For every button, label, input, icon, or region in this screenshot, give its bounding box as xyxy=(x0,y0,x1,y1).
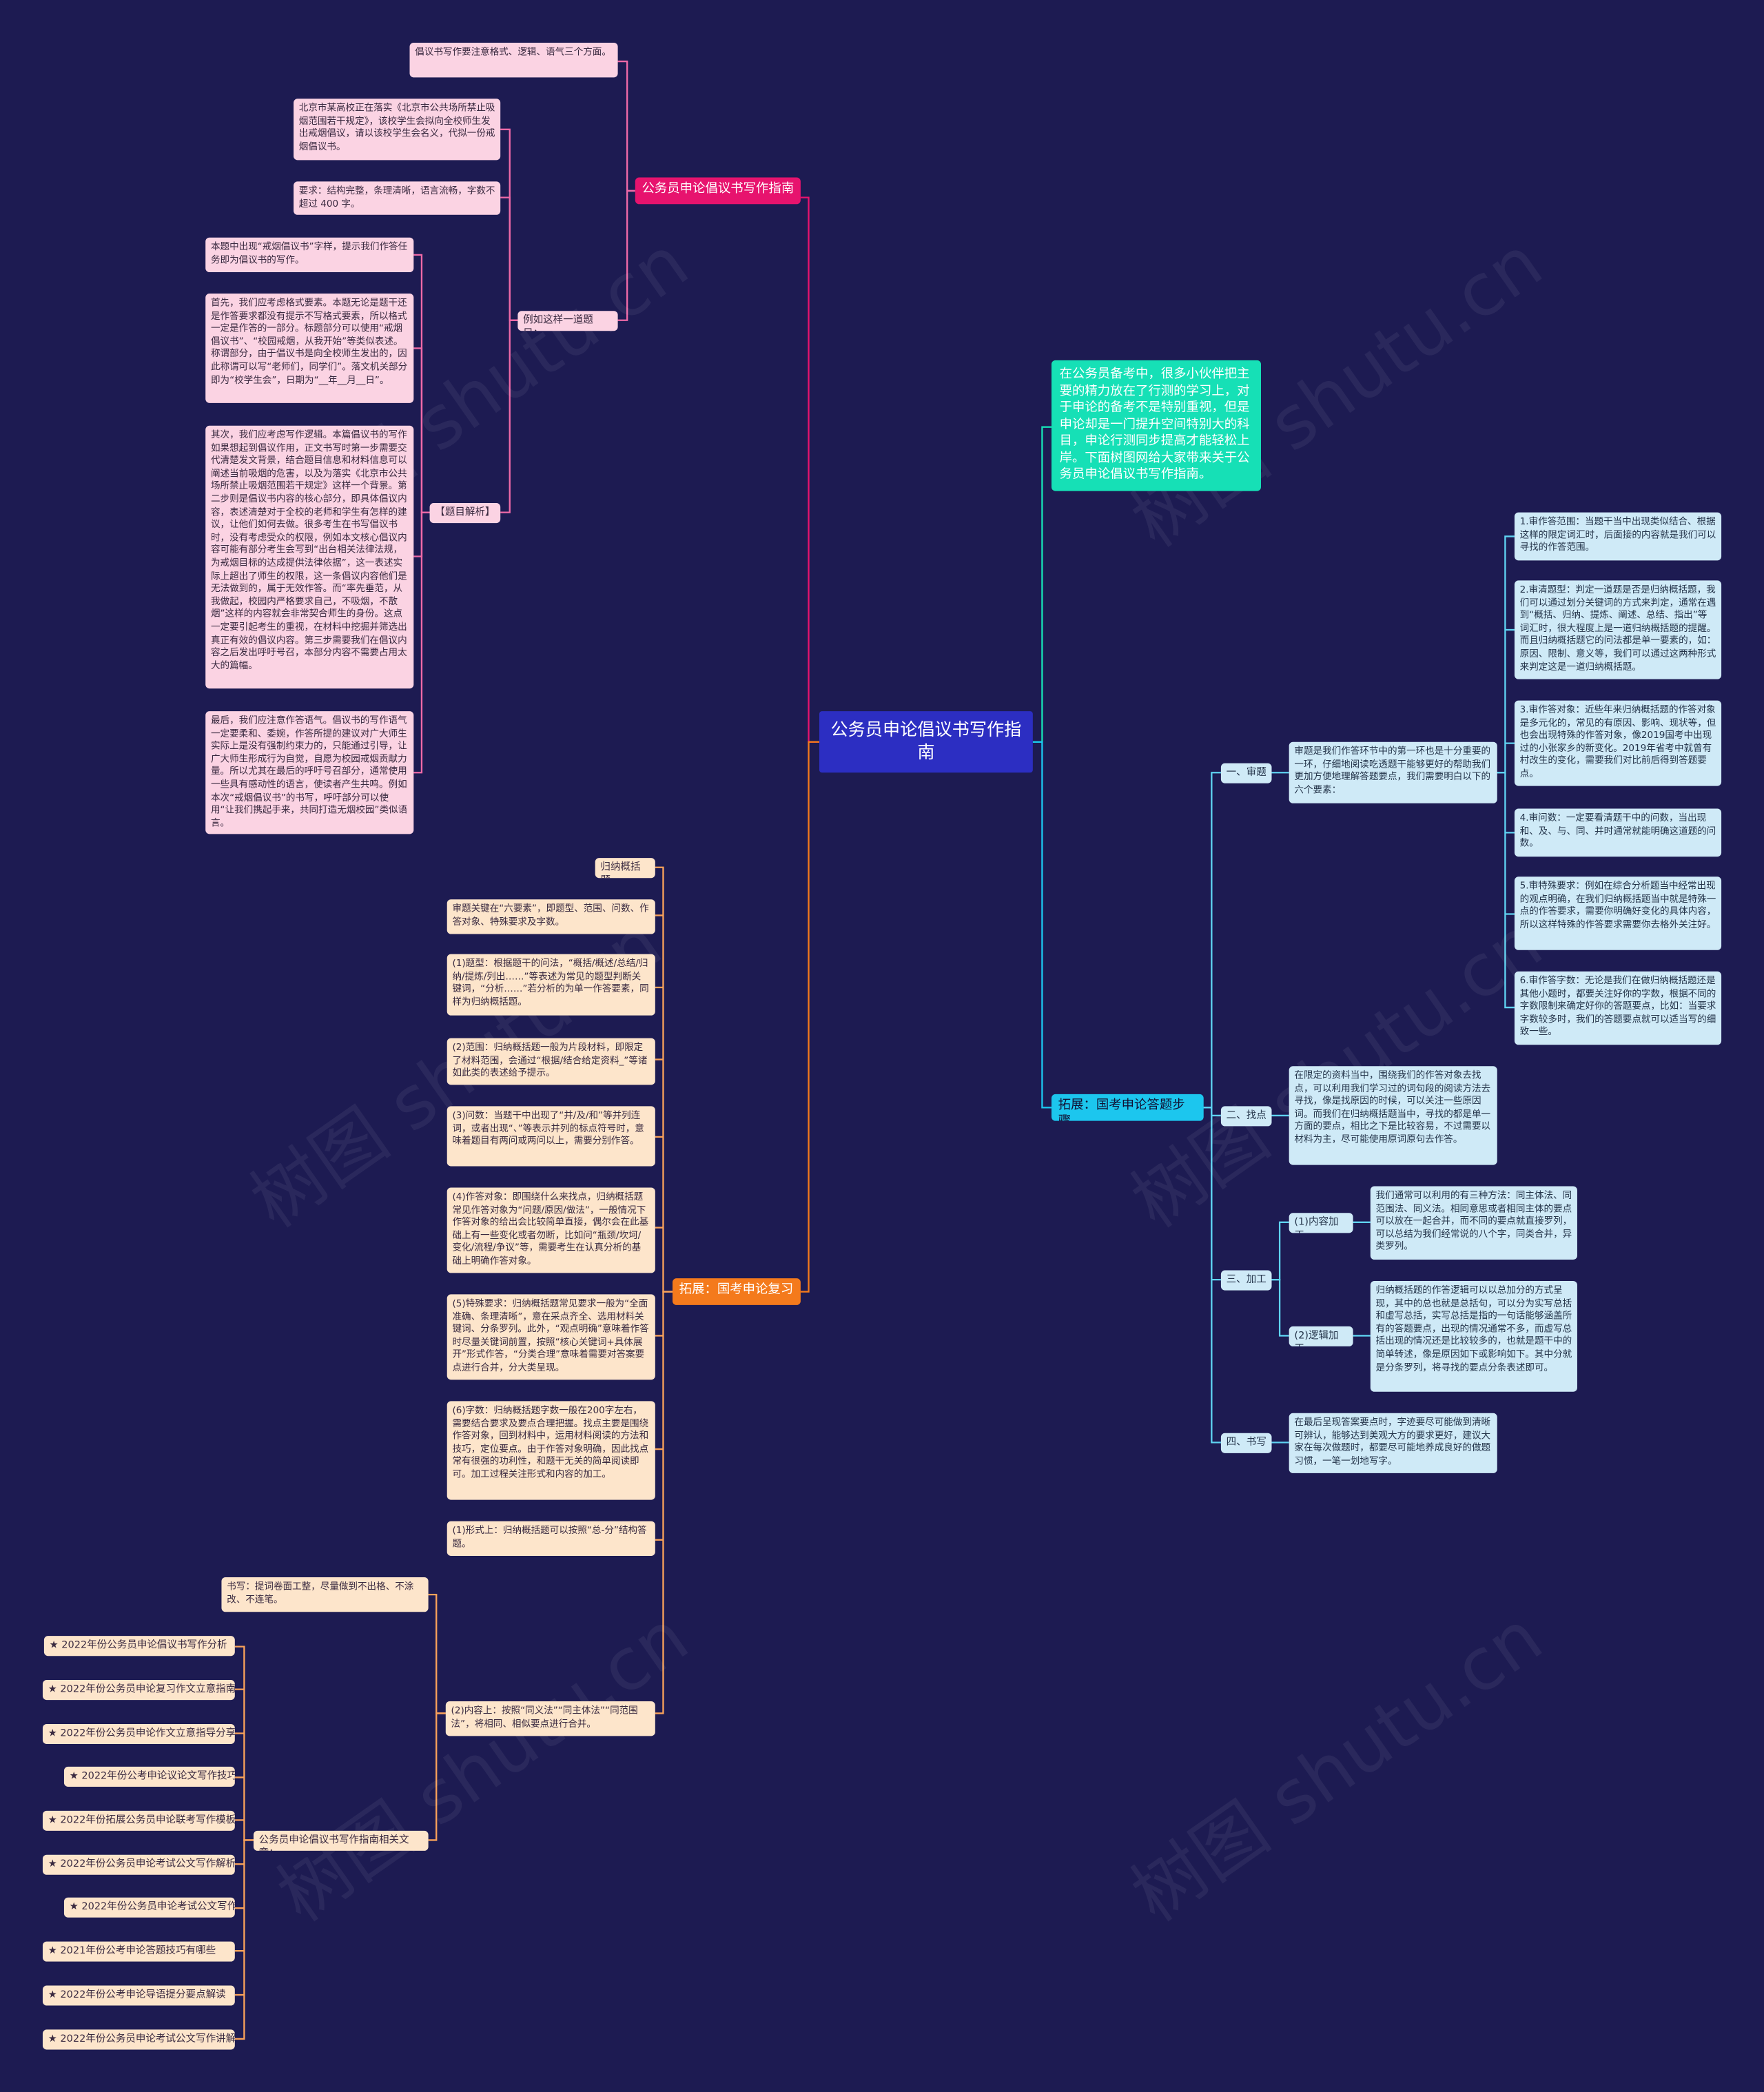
step-review-label[interactable]: 一、审题 xyxy=(1220,763,1272,783)
content-node[interactable]: (2)内容上：按照“同义法”“同主体法”“同范围法”，将相同、相似要点进行合并。 xyxy=(445,1701,655,1736)
form-node[interactable]: (1)形式上：归纳概括题可以按照“总-分”结构答题。 xyxy=(447,1521,655,1556)
content-process-label[interactable]: (1)内容加工 xyxy=(1289,1213,1353,1233)
logic-process-label[interactable]: (2)逻辑加工 xyxy=(1289,1326,1353,1346)
related-article-link[interactable]: ★ 2022年份公务员申论考试公文写作讲解 xyxy=(42,2029,235,2050)
step-find-points-desc[interactable]: 在限定的资料当中，围绕我们的作答对象去找点，可以利用我们学习过的词句段的阅读方法… xyxy=(1289,1066,1497,1165)
writing-node[interactable]: 书写：提词卷面工整，尽量做到不出格、不涂改、不连笔。 xyxy=(221,1577,429,1612)
related-article-link[interactable]: ★ 2022年份公务员申论考试公文写作解析 xyxy=(42,1854,235,1875)
six-elements-node[interactable]: 审题关键在“六要素”，即题型、范围、问数、作答对象、特殊要求及字数。 xyxy=(447,899,655,934)
step-process-label[interactable]: 三、加工 xyxy=(1220,1270,1272,1291)
factor-5[interactable]: 5.审特殊要求：例如在综合分析题当中经常出现的观点明确，在我们归纳概括题当中就是… xyxy=(1514,876,1722,950)
note-three-aspects[interactable]: 倡议书写作要注意格式、逻辑、语气三个方面。 xyxy=(409,42,618,78)
related-article-link[interactable]: ★ 2022年份公务员申论考试公文写作 xyxy=(63,1897,235,1918)
question-type-node[interactable]: (1)题型：根据题干的问法，“概括/概述/总结/归纳/提炼/列出……”等表述为常… xyxy=(447,954,655,1016)
factor-4[interactable]: 4.审问数：一定要看清题干中的问数，当出现和、及、与、同、并时通常就能明确这道题… xyxy=(1514,808,1722,857)
step-find-points-label[interactable]: 二、找点 xyxy=(1220,1106,1272,1127)
factor-3[interactable]: 3.审作答对象：近些年来归纳概括题的作答对象是多元化的，常见的有原因、影响、现状… xyxy=(1514,700,1722,786)
root-node[interactable]: 公务员申论倡议书写作指南 xyxy=(819,711,1033,773)
related-article-link[interactable]: ★ 2022年份拓展公务员申论联考写作模板 xyxy=(42,1810,235,1831)
related-article-link[interactable]: ★ 2022年份公考申论议论文写作技巧 xyxy=(63,1766,235,1787)
step-write-desc[interactable]: 在最后呈现答案要点时，字迹要尽可能做到清晰可辨认，能够达到美观大方的要求更好，建… xyxy=(1289,1413,1497,1473)
related-article-link[interactable]: ★ 2021年份公考申论答题技巧有哪些 xyxy=(42,1941,235,1962)
scope-node[interactable]: (2)范围：归纳概括题一般为片段材料，即限定了材料范围，会通过“根据/结合给定资… xyxy=(447,1038,655,1085)
intro-node[interactable]: 在公务员备考中，很多小伙伴把主要的精力放在了行测的学习上，对于申论的备考不是特别… xyxy=(1051,360,1261,491)
branch-review[interactable]: 拓展：国考申论复习 xyxy=(672,1278,801,1305)
answer-object-node[interactable]: (4)作答对象：即围绕什么来找点，归纳概括题常见作答对象为“问题/原因/做法”，… xyxy=(447,1187,655,1273)
step-review-desc[interactable]: 审题是我们作答环节中的第一环也是十分重要的一环，仔细地阅读吃透题干能够更好的帮助… xyxy=(1289,741,1497,803)
related-article-link[interactable]: ★ 2022年份公务员申论复习作文立意指南 xyxy=(42,1680,235,1701)
analysis-tone[interactable]: 最后，我们应注意作答语气。倡议书的写作语气一定要柔和、委婉，作答所提的建议对广大… xyxy=(205,711,414,834)
example-question[interactable]: 北京市某高校正在落实《北京市公共场所禁止吸烟范围若干规定》，该校学生会拟向全校师… xyxy=(294,99,501,161)
content-process-desc[interactable]: 我们通常可以利用的有三种方法：同主体法、同范围法、同义法。相同意思或者相同主体的… xyxy=(1370,1186,1577,1260)
factor-2[interactable]: 2.审清题型：判定一道题是否是归纳概括题，我们可以通过划分关键词的方式来判定，通… xyxy=(1514,580,1722,679)
step-write-label[interactable]: 四、书写 xyxy=(1220,1433,1272,1453)
branch-writing-guide[interactable]: 公务员申论倡议书写作指南 xyxy=(635,177,801,205)
special-requirement-node[interactable]: (5)特殊要求：归纳概括题常见要求一般为“全面准确、条理清晰”，意在采点齐全、选… xyxy=(447,1294,655,1380)
related-articles-label[interactable]: 公务员申论倡议书写作指南相关文章： xyxy=(253,1830,429,1851)
example-requirement[interactable]: 要求：结构完整，条理清晰，语言流畅，字数不超过 400 字。 xyxy=(294,181,501,215)
factor-6[interactable]: 6.审作答字数：无论是我们在做归纳概括题还是其他小题时，都要关注好你的字数，根据… xyxy=(1514,971,1722,1045)
word-count-node[interactable]: (6)字数：归纳概括题字数一般在200字左右，需要结合要求及要点合理把握。找点主… xyxy=(447,1401,655,1500)
example-label[interactable]: 例如这样一道题目： xyxy=(517,311,618,331)
question-count-node[interactable]: (3)问数：当题干中出现了“并/及/和”等并列连词，或者出现“、”等表示并列的标… xyxy=(447,1106,655,1167)
analysis-label[interactable]: 【题目解析】 xyxy=(429,503,501,524)
related-article-link[interactable]: ★ 2022年份公务员申论倡议书写作分析 xyxy=(43,1636,235,1657)
analysis-task[interactable]: 本题中出现“戒烟倡议书”字样，提示我们作答任务即为倡议书的写作。 xyxy=(205,237,414,273)
topic-summary-label[interactable]: 归纳概括题 xyxy=(595,858,655,879)
analysis-logic[interactable]: 其次，我们应考虑写作逻辑。本篇倡议书的写作如果想起到倡议作用，正文书写时第一步需… xyxy=(205,425,414,689)
logic-process-desc[interactable]: 归纳概括题的作答逻辑可以以总加分的方式呈现，其中的总也就是总括句，可以分为实写总… xyxy=(1370,1281,1577,1392)
factor-1[interactable]: 1.审作答范围：当题干当中出现类似结合、根据这样的限定词汇时，后面接的内容就是我… xyxy=(1514,512,1722,561)
branch-answer-steps[interactable]: 拓展：国考申论答题步骤 xyxy=(1051,1094,1204,1121)
related-article-link[interactable]: ★ 2022年份公考申论导语提分要点解读 xyxy=(42,1985,235,2006)
analysis-format[interactable]: 首先，我们应考虑格式要素。本题无论是题干还是作答要求都没有提示不写格式要素，所以… xyxy=(205,294,414,403)
related-article-link[interactable]: ★ 2022年份公务员申论作文立意指导分享 xyxy=(42,1723,235,1745)
